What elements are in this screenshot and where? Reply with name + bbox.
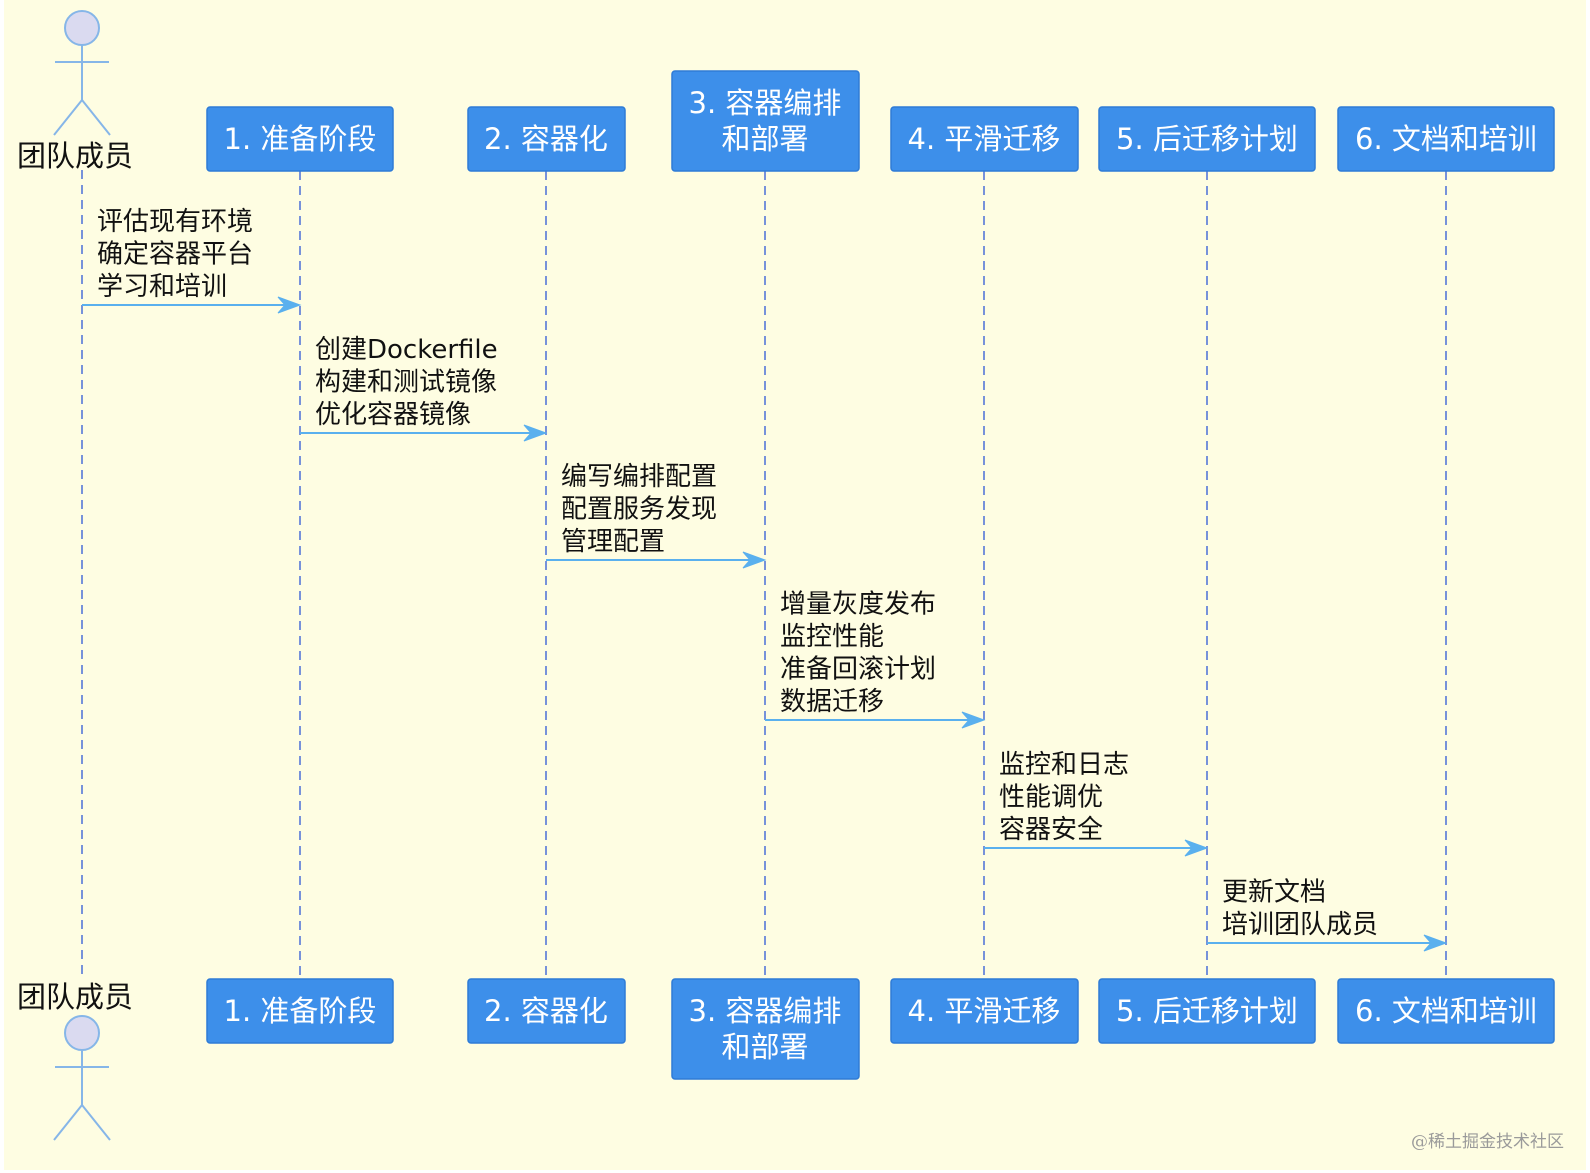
actor-label-top: 团队成员 — [17, 139, 133, 173]
message-label: 数据迁移 — [780, 687, 884, 717]
participant-p4-bottom: 4. 平滑迁移 — [890, 978, 1079, 1044]
participant-label: 和部署 — [721, 1030, 808, 1064]
participant-p6-top: 6. 文档和培训 — [1337, 106, 1555, 172]
arrowhead-icon — [961, 711, 986, 729]
message-label: 确定容器平台 — [97, 240, 253, 270]
actor-top: 团队成员 — [17, 10, 133, 173]
participant-label: 6. 文档和培训 — [1355, 122, 1537, 156]
message-label: 更新文档 — [1222, 878, 1326, 908]
actor-leg-right — [81, 99, 111, 136]
participant-box — [1098, 978, 1316, 1044]
participant-p1-top: 1. 准备阶段 — [206, 106, 394, 172]
message-label: 增量灰度发布 — [780, 590, 936, 620]
message-label: 学习和培训 — [97, 272, 227, 302]
participant-p5-top: 5. 后迁移计划 — [1098, 106, 1316, 172]
participant-p5-bottom: 5. 后迁移计划 — [1098, 978, 1316, 1044]
message-label: 监控和日志 — [999, 750, 1129, 780]
participant-box — [467, 106, 626, 172]
participant-p4-top: 4. 平滑迁移 — [890, 106, 1079, 172]
actor-bottom: 团队成员 — [17, 980, 133, 1141]
participant-p2-bottom: 2. 容器化 — [467, 978, 626, 1044]
participant-box — [1098, 106, 1316, 172]
messages: 评估现有环境确定容器平台学习和培训创建Dockerfile构建和测试镜像优化容器… — [82, 207, 1448, 952]
participant-box — [206, 978, 394, 1044]
message-label: 创建Dockerfile — [315, 335, 498, 365]
participant-label: 5. 后迁移计划 — [1116, 994, 1298, 1028]
participant-box — [1337, 978, 1555, 1044]
actor-leg-left — [53, 1104, 83, 1141]
message-label: 构建和测试镜像 — [315, 368, 497, 398]
message-label: 评估现有环境 — [97, 207, 253, 237]
participant-p2-top: 2. 容器化 — [467, 106, 626, 172]
participant-label: 1. 准备阶段 — [224, 122, 377, 156]
participant-box — [1337, 106, 1555, 172]
participant-label: 3. 容器编排 — [689, 994, 842, 1028]
message-label: 监控性能 — [780, 622, 884, 652]
participant-label: 2. 容器化 — [484, 122, 608, 156]
participant-box — [206, 106, 394, 172]
message-label: 编写编排配置 — [561, 462, 717, 492]
participant-label: 3. 容器编排 — [689, 86, 842, 120]
participant-box — [671, 70, 860, 172]
message-label: 管理配置 — [561, 527, 665, 557]
watermark: @稀土掘金技术社区 — [1411, 1132, 1564, 1152]
participant-label: 4. 平滑迁移 — [908, 994, 1061, 1028]
participant-label: 1. 准备阶段 — [224, 994, 377, 1028]
participant-box — [467, 978, 626, 1044]
message-label: 配置服务发现 — [561, 495, 717, 525]
actor-leg-right — [81, 1104, 111, 1141]
message-label: 性能调优 — [999, 783, 1103, 813]
participant-label: 5. 后迁移计划 — [1116, 122, 1298, 156]
actor-head-icon — [64, 10, 100, 46]
arrowhead-icon — [523, 424, 548, 442]
message-label: 容器安全 — [999, 815, 1103, 845]
participant-label: 2. 容器化 — [484, 994, 608, 1028]
actor-head-icon — [64, 1015, 100, 1051]
arrowhead-icon — [1184, 839, 1209, 857]
participant-label: 4. 平滑迁移 — [908, 122, 1061, 156]
actor-leg-left — [53, 99, 83, 136]
participant-box — [890, 106, 1079, 172]
message-label: 准备回滚计划 — [780, 655, 936, 685]
arrowhead-icon — [277, 296, 302, 314]
participant-label: 和部署 — [721, 122, 808, 156]
participant-p6-bottom: 6. 文档和培训 — [1337, 978, 1555, 1044]
participant-box — [890, 978, 1079, 1044]
participant-p1-bottom: 1. 准备阶段 — [206, 978, 394, 1044]
participant-box — [671, 978, 860, 1080]
actor-label-bottom: 团队成员 — [17, 980, 133, 1014]
arrowhead-icon — [1423, 934, 1448, 952]
participant-label: 6. 文档和培训 — [1355, 994, 1537, 1028]
message-label: 培训团队成员 — [1222, 910, 1378, 940]
arrowhead-icon — [742, 551, 767, 569]
diagram-background — [4, 0, 1586, 1170]
message-label: 优化容器镜像 — [315, 400, 471, 430]
